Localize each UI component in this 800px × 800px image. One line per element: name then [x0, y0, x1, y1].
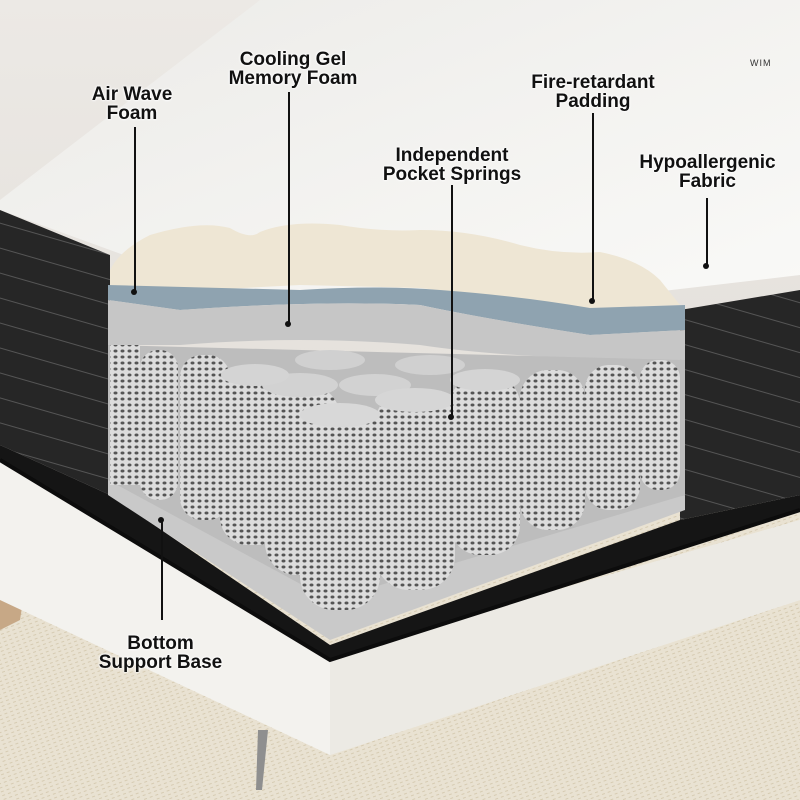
leader-dot [131, 289, 137, 295]
label-line: Support Base [98, 652, 223, 673]
leader-pocket-springs [451, 185, 453, 417]
label-line: Pocket Springs [382, 164, 522, 185]
label-line: Memory Foam [228, 68, 358, 89]
label-line: Fabric [678, 171, 737, 192]
leader-fire-retardant [592, 113, 594, 301]
brand-tag-text: WIM [750, 58, 772, 68]
leader-dot [703, 263, 709, 269]
label-line: Padding [555, 91, 631, 112]
label-cooling-gel-memory-foam: Cooling Gel Memory Foam [218, 50, 368, 88]
label-bottom-support-base: Bottom Support Base [88, 634, 233, 672]
label-line: Independent [395, 145, 509, 166]
pocket-spring-group [110, 345, 680, 610]
label-independent-pocket-springs: Independent Pocket Springs [372, 146, 532, 184]
leader-cooling-gel [288, 92, 290, 324]
label-fire-retardant-padding: Fire-retardant Padding [518, 73, 668, 111]
label-line: Bottom [127, 633, 194, 654]
leader-dot [285, 321, 291, 327]
leader-dot [448, 414, 454, 420]
label-line: Air Wave [91, 84, 173, 105]
label-line: Hypoallergenic [639, 152, 776, 173]
leader-bottom-base [161, 520, 163, 620]
label-line: Foam [106, 103, 158, 124]
label-line: Cooling Gel [239, 49, 347, 70]
leader-dot [589, 298, 595, 304]
label-hypoallergenic-fabric: Hypoallergenic Fabric [625, 153, 790, 191]
leader-hypoallergenic [706, 198, 708, 266]
leader-air-wave-foam [134, 127, 136, 292]
label-air-wave-foam: Air Wave Foam [82, 85, 182, 123]
label-line: Fire-retardant [531, 72, 655, 93]
